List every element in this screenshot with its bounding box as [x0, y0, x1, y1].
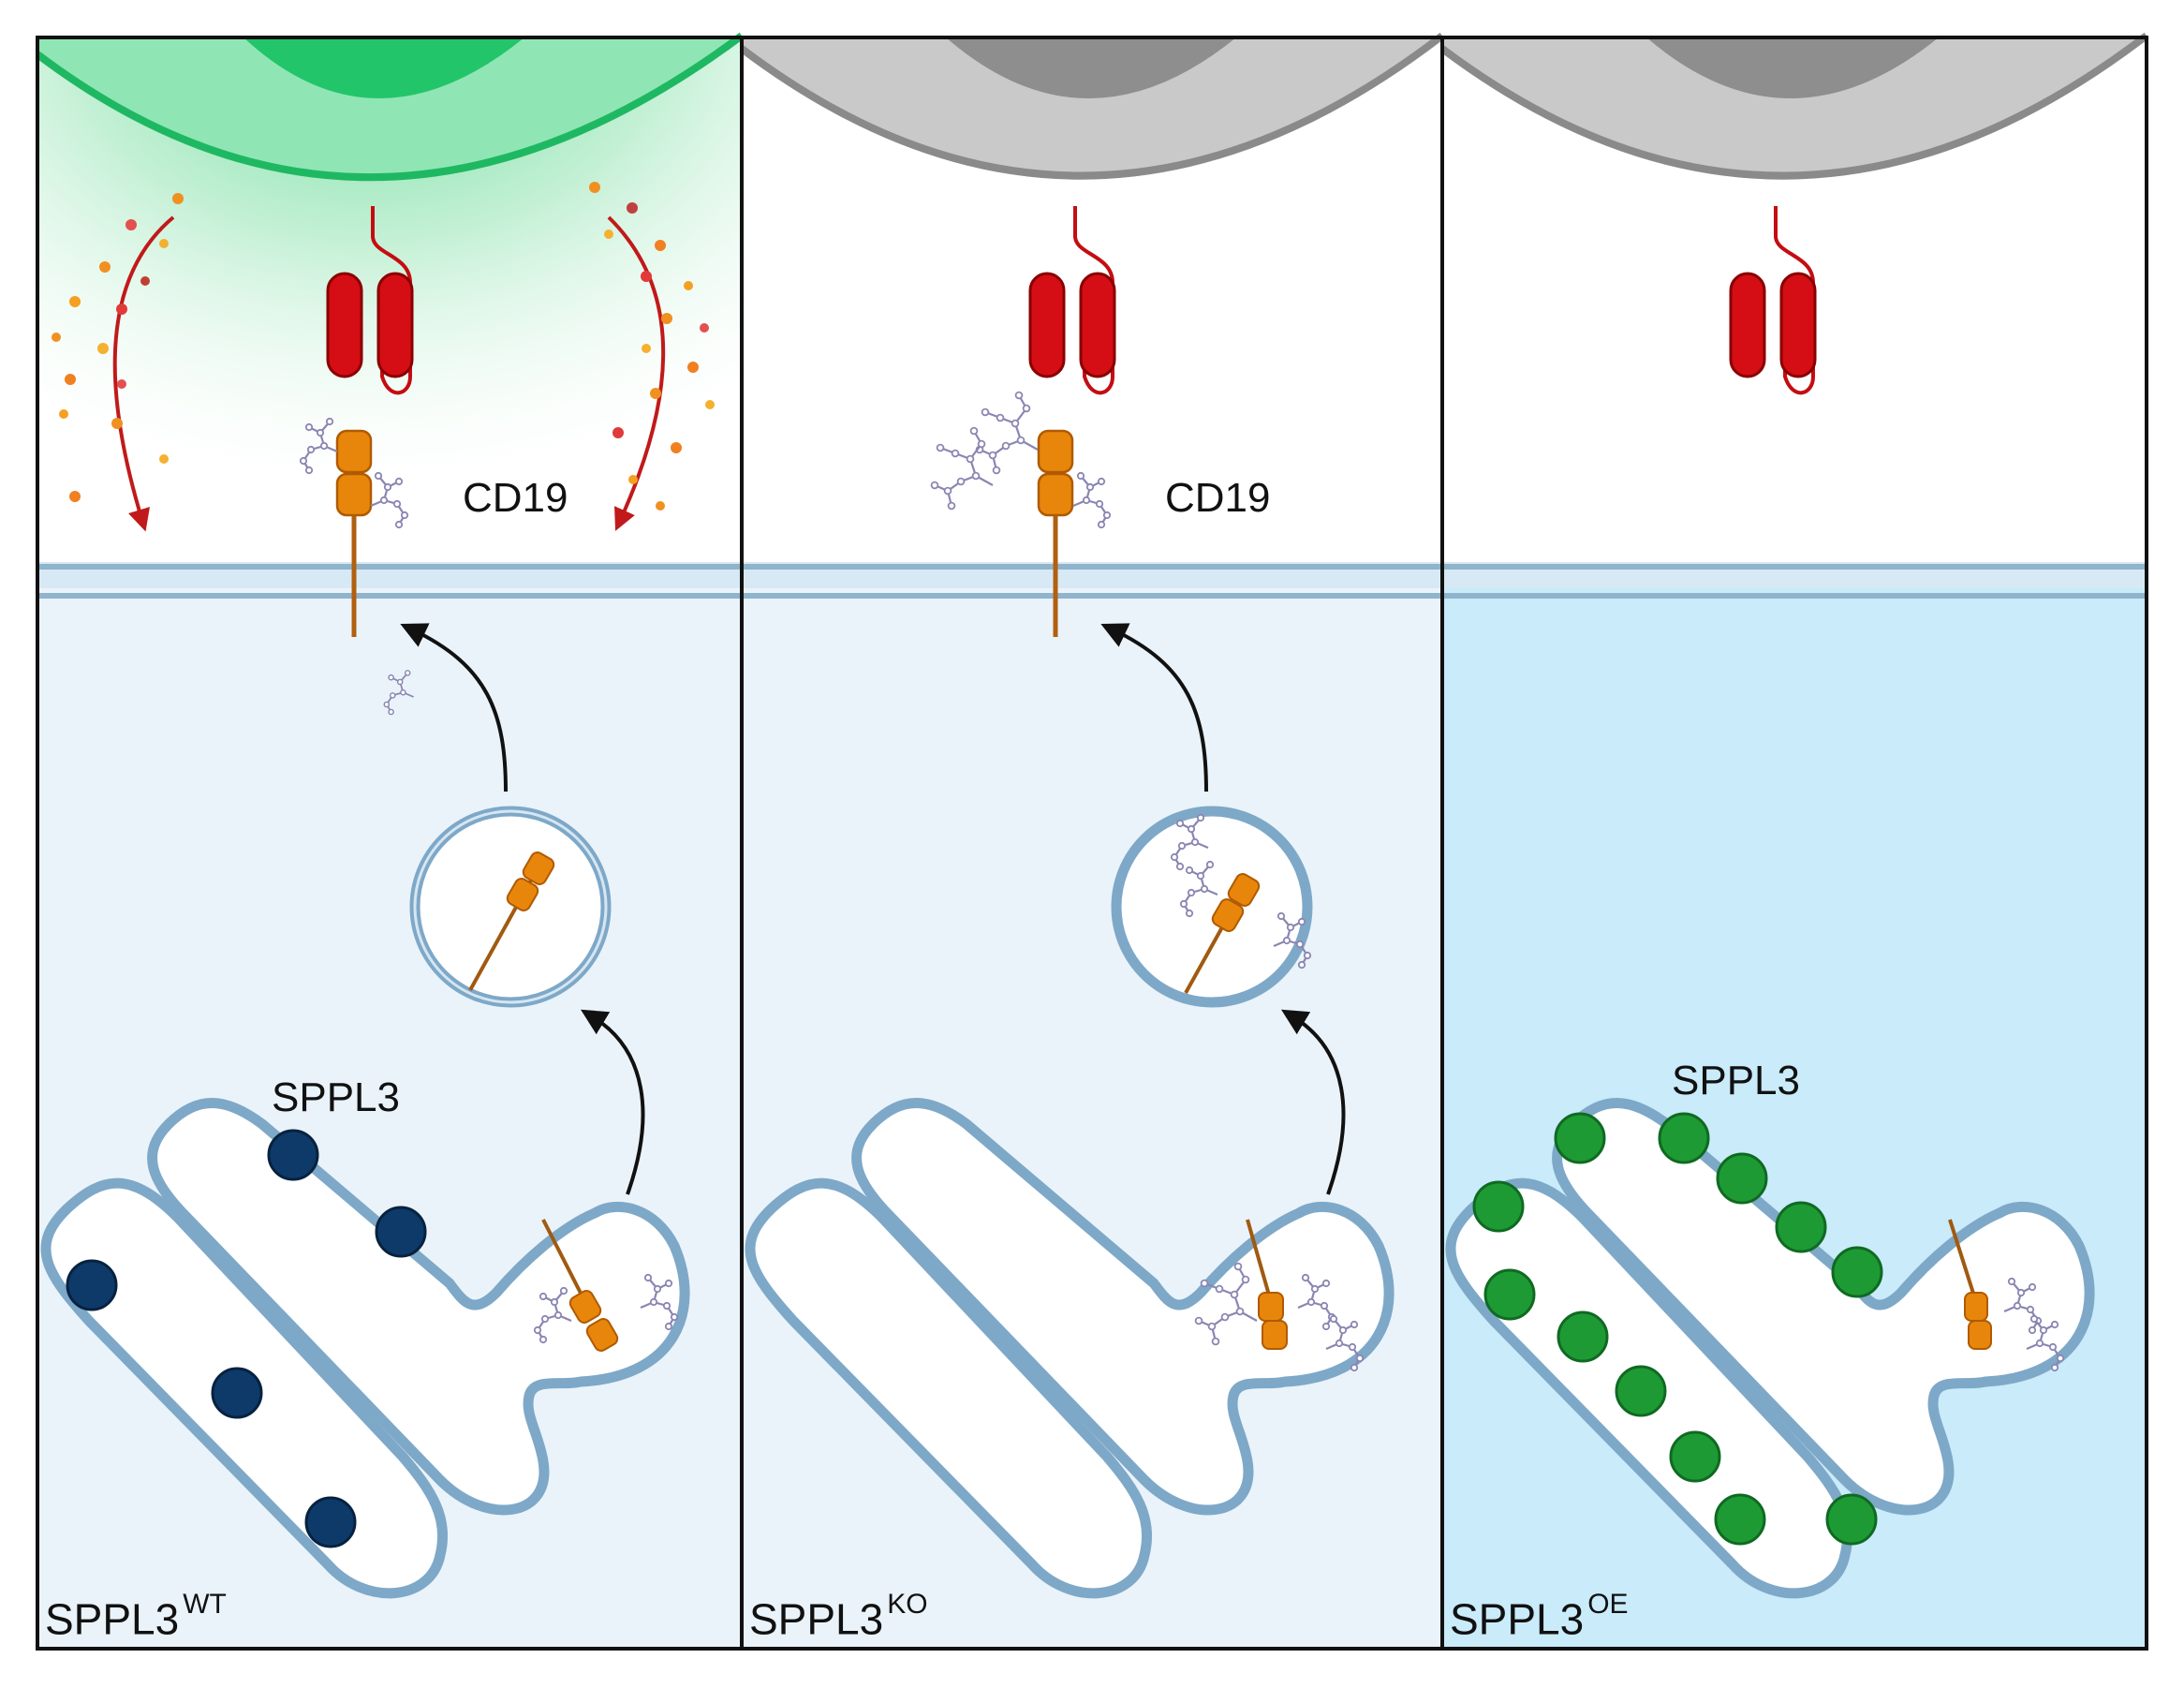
cd19-label: CD19: [1165, 475, 1271, 521]
sppl3-protease-icon: [66, 1259, 118, 1311]
effector-cell-icon: [37, 37, 742, 179]
sppl3-protease-icon: [1658, 1112, 1710, 1164]
sppl3-protease-icon: [267, 1129, 319, 1181]
effector-cell-icon: [1442, 36, 2147, 176]
panel-wt: [35, 32, 745, 1649]
golgi-cargo: [1194, 1219, 1365, 1372]
sppl3-protease-icon: [304, 1496, 357, 1548]
panel-label-main: SPPL3: [749, 1594, 884, 1644]
panel-label-main: SPPL3: [45, 1594, 180, 1644]
panel-ko: [739, 32, 1445, 1649]
cytokine-dots: [52, 182, 715, 511]
trafficking-arrow-icon: [581, 1009, 645, 1195]
cytokine-release-arrow: [607, 215, 666, 531]
sppl3-protease-icon: [211, 1367, 263, 1419]
panel-label-sup: WT: [183, 1589, 227, 1620]
sppl3-protease-icon: [1825, 1493, 1878, 1546]
sppl3-label: SPPL3: [272, 1074, 400, 1120]
sppl3-protease-icon: [1775, 1201, 1827, 1253]
panel-label-main: SPPL3: [1450, 1594, 1585, 1644]
golgi-apparatus-icon: [745, 1098, 1395, 1599]
panel-label-sup: KO: [887, 1589, 928, 1620]
sppl3-protease-icon: [1714, 1493, 1766, 1546]
sppl3-protease-icon: [1557, 1310, 1609, 1363]
sppl3-protease-icon: [1615, 1365, 1667, 1417]
vesicle-icon: [1111, 806, 1313, 1008]
sppl3-protease-markers: [66, 1129, 427, 1548]
effector-cell-membrane: [739, 32, 1445, 180]
effector-nucleus: [946, 37, 1236, 98]
golgi-cargo: [1948, 1219, 2065, 1372]
sppl3-protease-icon: [1472, 1180, 1525, 1233]
sppl3-protease-markers: [1472, 1112, 1883, 1546]
effector-cell-icon: [742, 36, 1442, 176]
sppl3-protease-icon: [375, 1206, 427, 1258]
sppl3-protease-icon: [1831, 1246, 1883, 1298]
effector-nucleus: [1646, 37, 1939, 98]
sppl3-protease-icon: [1669, 1430, 1721, 1483]
panel-borders: [36, 36, 2148, 1651]
trafficking-arrow-icon: [1100, 623, 1208, 792]
golgi-cargo: [533, 1219, 679, 1352]
sppl3-protease-icon: [1716, 1152, 1768, 1205]
trafficking-arrow-icon: [400, 623, 508, 792]
cd19-label: CD19: [463, 475, 568, 521]
effector-nucleus: [243, 37, 524, 98]
vesicle-icon: [383, 669, 612, 1008]
panel-oe: [1439, 32, 2149, 1649]
effector-cell-membrane: [35, 32, 745, 182]
panel-label-sup: OE: [1587, 1589, 1629, 1620]
cytokine-release-arrow: [112, 215, 175, 532]
sppl3-protease-icon: [1554, 1112, 1606, 1164]
sppl3-label: SPPL3: [1672, 1058, 1800, 1103]
trafficking-arrow-icon: [1281, 1009, 1346, 1195]
effector-cell-membrane: [1439, 32, 2149, 180]
sppl3-protease-icon: [1483, 1268, 1536, 1321]
